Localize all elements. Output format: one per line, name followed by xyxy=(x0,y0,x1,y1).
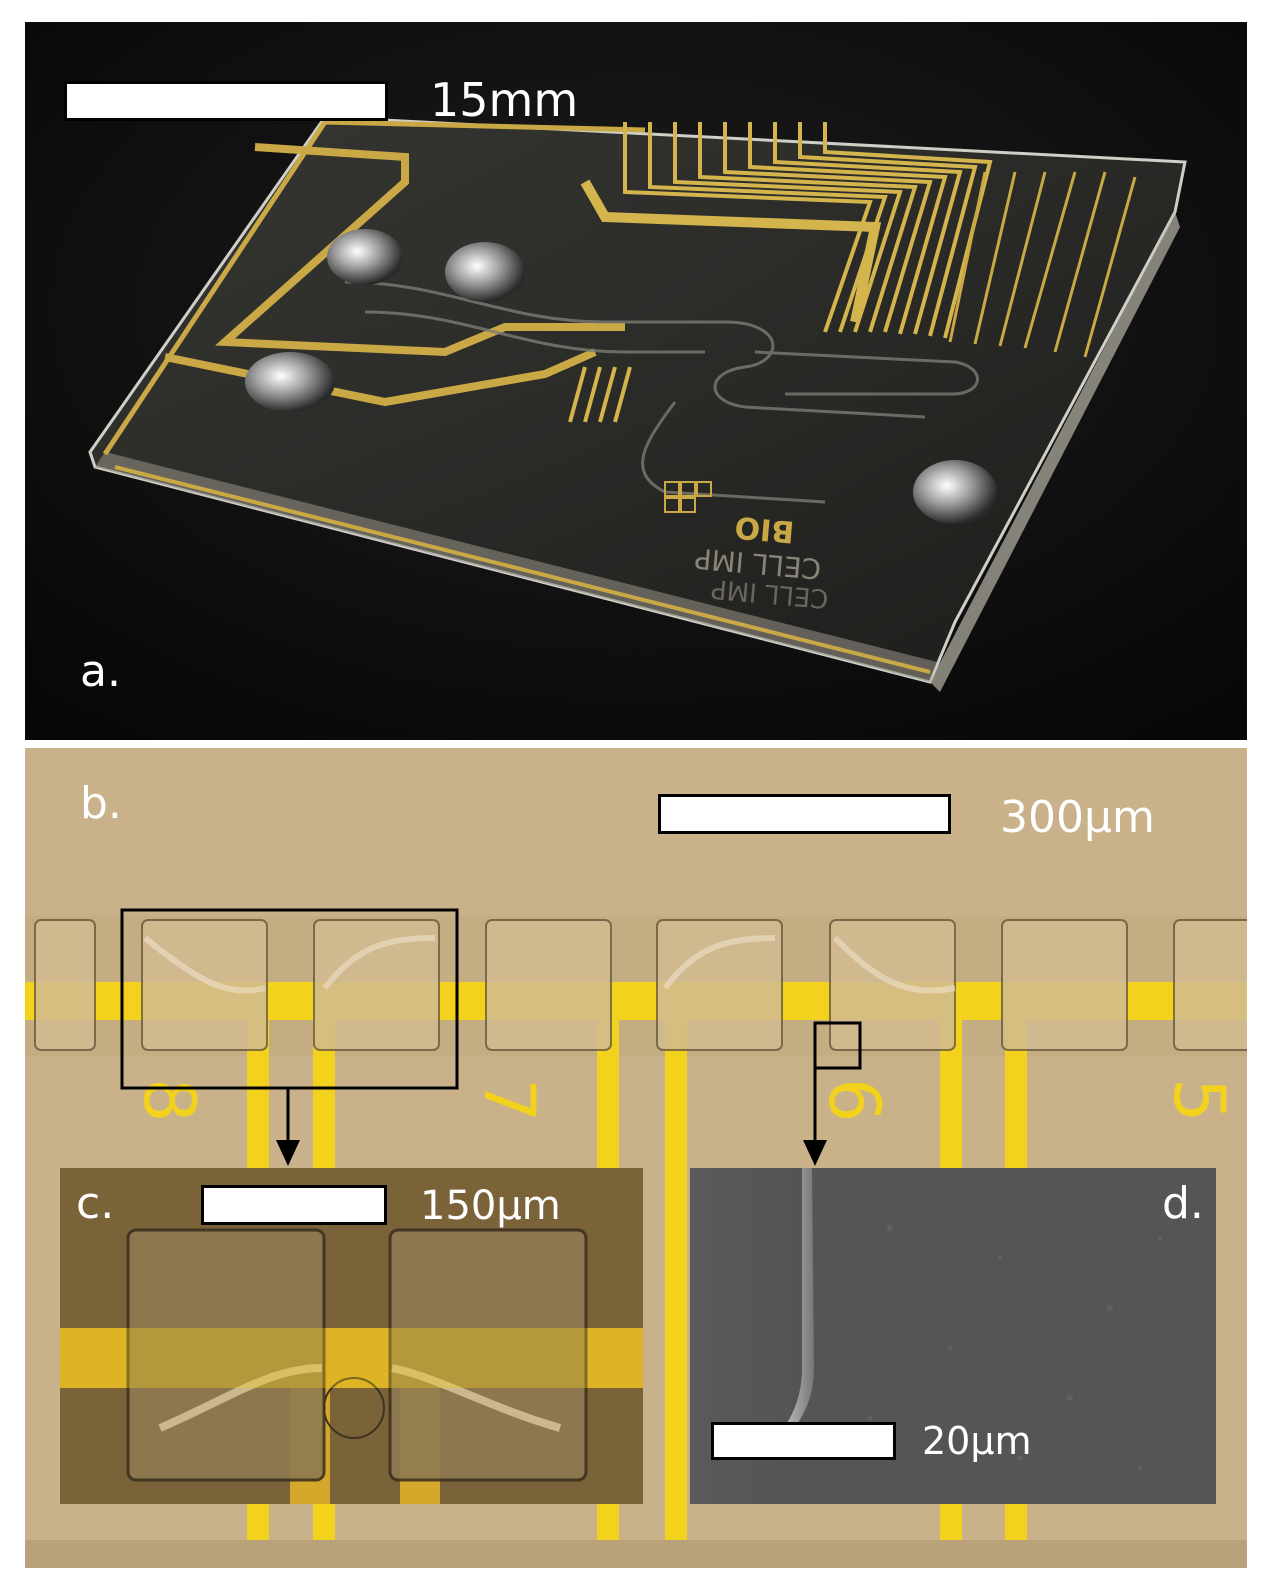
panel-label-b: b. xyxy=(80,778,122,829)
electrode-number-7: 7 xyxy=(468,1078,550,1123)
panel-label-c: c. xyxy=(76,1178,115,1229)
scale-bar-b xyxy=(658,794,951,834)
electrode-number-6: 6 xyxy=(813,1078,895,1123)
panel-label-d: d. xyxy=(1162,1178,1204,1229)
panel-label-a: a. xyxy=(80,646,121,697)
scale-bar-a xyxy=(64,81,388,121)
arrow-to-c-icon xyxy=(276,1140,300,1166)
electrode-number-8: 8 xyxy=(128,1078,210,1123)
zoom-box-d xyxy=(813,1021,862,1070)
arrow-to-d-icon xyxy=(803,1140,827,1166)
scale-label-d: 20µm xyxy=(922,1419,1032,1463)
chip-photo: BIO CELL IMP CELL IMP xyxy=(25,22,1247,740)
panel-c-inset: c. 150µm xyxy=(60,1168,643,1504)
electrode-number-5: 5 xyxy=(1158,1078,1240,1123)
panel-a-photo: BIO CELL IMP CELL IMP 15mm a. xyxy=(25,22,1247,740)
panel-d-sem: d. 20µm xyxy=(690,1168,1216,1504)
scale-bar-c xyxy=(201,1185,387,1225)
scale-label-c: 150µm xyxy=(420,1183,561,1229)
scale-label-b: 300µm xyxy=(1000,792,1155,843)
scale-label-a: 15mm xyxy=(430,73,579,127)
scale-bar-d xyxy=(711,1422,896,1460)
chip-brand-text: BIO xyxy=(733,509,795,549)
